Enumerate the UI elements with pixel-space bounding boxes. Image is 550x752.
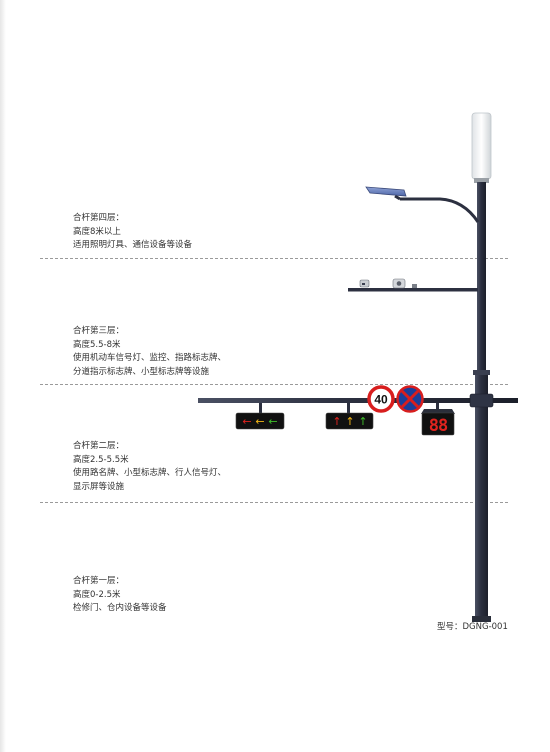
divider-layer-3-2 bbox=[40, 384, 508, 385]
no-stopping-sign bbox=[396, 385, 424, 413]
layer-2-height: 高度2.5-5.5米 bbox=[73, 454, 129, 465]
layer-4-height: 高度8米以上 bbox=[73, 226, 121, 237]
layer-2-usage-1: 使用路名牌、小型标志牌、行人信号灯、 bbox=[73, 468, 227, 478]
speed-limit-value: 40 bbox=[374, 393, 388, 407]
layer-1-height: 高度0-2.5米 bbox=[73, 589, 121, 600]
left-arrow-yellow: ← bbox=[255, 415, 264, 428]
street-light-arm bbox=[394, 194, 480, 223]
layer-3-title: 合杆第三层： bbox=[73, 326, 125, 336]
divider-layer-4-3 bbox=[40, 258, 508, 259]
countdown-hanger bbox=[436, 403, 439, 409]
layer-1-usage: 检修门、仓内设备等设备 bbox=[73, 603, 167, 613]
layer-3-description: 合杆第三层： 高度5.5-8米 使用机动车信号灯、监控、指路标志牌、 分道指示标… bbox=[73, 325, 226, 379]
up-arrow-yellow: ↑ bbox=[345, 415, 354, 428]
layer-3-height: 高度5.5-8米 bbox=[73, 339, 121, 350]
street-light-head bbox=[365, 186, 407, 197]
main-pole-upper bbox=[477, 182, 486, 374]
layer-1-description: 合杆第一层： 高度0-2.5米 检修门、仓内设备等设备 bbox=[73, 575, 167, 616]
layer-3-usage-2: 分道指示标志牌、小型标志牌等设施 bbox=[73, 366, 210, 377]
model-number: 型号：DGNG-001 bbox=[437, 622, 508, 632]
layer-2-usage-2: 显示屏等设施 bbox=[73, 481, 125, 492]
signal-hanger-middle bbox=[347, 403, 350, 413]
layer-4-title: 合杆第四层： bbox=[73, 213, 125, 223]
page-edge-shadow bbox=[0, 0, 6, 752]
signal-head-straight-arrows: ↑ ↑ ↑ bbox=[325, 412, 374, 430]
dome-camera-icon bbox=[392, 278, 406, 289]
small-camera-icon bbox=[412, 284, 417, 288]
layer-4-usage: 适用照明灯具、通信设备等设备 bbox=[73, 240, 193, 250]
speed-limit-sign: 40 bbox=[367, 385, 395, 413]
layer-4-description: 合杆第四层： 高度8米以上 适用照明灯具、通信设备等设备 bbox=[73, 212, 192, 253]
camera-arm bbox=[348, 288, 478, 292]
main-pole-lower bbox=[475, 372, 488, 620]
top-lamp-module bbox=[471, 112, 492, 183]
left-arrow-red: ← bbox=[242, 415, 251, 428]
crossarm-clamp bbox=[469, 393, 494, 408]
countdown-display: 88 bbox=[421, 409, 455, 436]
signal-hanger-left bbox=[259, 403, 262, 413]
divider-layer-2-1 bbox=[40, 502, 508, 503]
up-arrow-green: ↑ bbox=[358, 415, 367, 428]
traffic-crossarm bbox=[198, 398, 518, 403]
pole-collar-upper bbox=[473, 370, 490, 375]
left-arrow-green: ← bbox=[268, 415, 277, 428]
signal-head-left-arrows: ← ← ← bbox=[235, 412, 285, 430]
pole-base bbox=[472, 616, 491, 622]
up-arrow-red: ↑ bbox=[332, 415, 341, 428]
layer-1-title: 合杆第一层： bbox=[73, 576, 125, 586]
camera-icon bbox=[359, 279, 370, 288]
layer-2-description: 合杆第二层： 高度2.5-5.5米 使用路名牌、小型标志牌、行人信号灯、 显示屏… bbox=[73, 440, 226, 494]
layer-2-title: 合杆第二层： bbox=[73, 441, 125, 451]
layer-3-usage-1: 使用机动车信号灯、监控、指路标志牌、 bbox=[73, 353, 227, 363]
countdown-digits: 88 bbox=[429, 416, 448, 436]
